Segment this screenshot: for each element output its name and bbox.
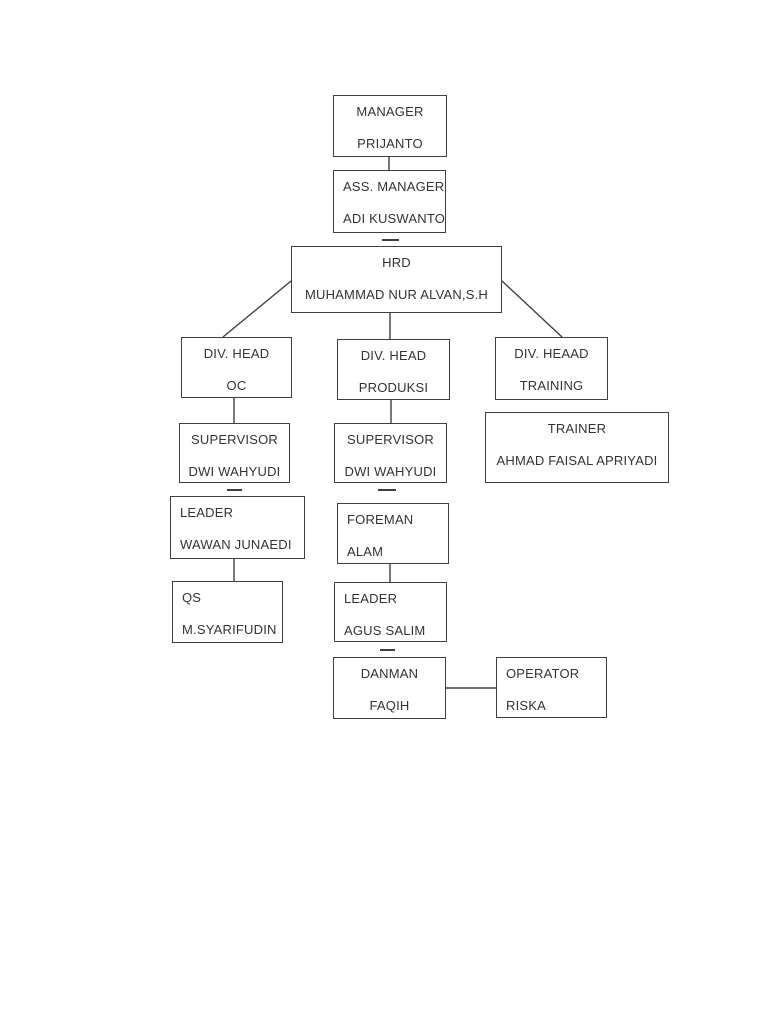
node-person-name: RISKA — [506, 698, 547, 713]
node-person-name: MUHAMMAD NUR ALVAN,S.H — [304, 287, 489, 302]
org-node-qs: QS M.SYARIFUDIN — [172, 581, 283, 643]
org-node-supervisor-produksi: SUPERVISOR DWI WAHYUDI — [334, 423, 447, 483]
node-title: SUPERVISOR — [346, 432, 434, 447]
node-title: HRD — [382, 255, 411, 270]
node-person-name: DWI WAHYUDI — [344, 464, 437, 479]
node-person-name: DWI WAHYUDI — [188, 464, 281, 479]
org-node-ass-manager: ASS. MANAGER ADI KUSWANTO — [333, 170, 446, 233]
node-person-name: ALAM — [347, 544, 384, 559]
node-title: DIV. HEAD — [360, 348, 427, 363]
org-node-supervisor-oc: SUPERVISOR DWI WAHYUDI — [179, 423, 290, 483]
org-node-foreman: FOREMAN ALAM — [337, 503, 449, 564]
node-title: FOREMAN — [347, 512, 414, 527]
node-person-name: PRODUKSI — [358, 380, 429, 395]
node-person-name: AGUS SALIM — [344, 623, 426, 638]
node-person-name: FAQIH — [369, 698, 410, 713]
node-person-name: WAWAN JUNAEDI — [180, 537, 292, 552]
org-node-hrd: HRD MUHAMMAD NUR ALVAN,S.H — [291, 246, 502, 313]
org-node-trainer: TRAINER AHMAD FAISAL APRIYADI — [485, 412, 669, 483]
org-node-leader-oc: LEADER WAWAN JUNAEDI — [170, 496, 305, 559]
node-title: QS — [182, 590, 202, 605]
org-node-manager: MANAGER PRIJANTO — [333, 95, 447, 157]
node-title: DIV. HEAAD — [514, 346, 589, 361]
org-node-operator: OPERATOR RISKA — [496, 657, 607, 718]
node-person-name: OC — [226, 378, 247, 393]
node-person-name: TRAINING — [519, 378, 584, 393]
node-title: LEADER — [180, 505, 234, 520]
org-node-div-head-oc: DIV. HEAD OC — [181, 337, 292, 398]
org-node-div-heaad-training: DIV. HEAAD TRAINING — [495, 337, 608, 400]
node-person-name: AHMAD FAISAL APRIYADI — [496, 453, 658, 468]
connector-hrd-div-head-oc — [222, 280, 292, 338]
node-title: TRAINER — [547, 421, 607, 436]
node-title: DANMAN — [360, 666, 419, 681]
node-title: OPERATOR — [506, 666, 580, 681]
org-node-danman: DANMAN FAQIH — [333, 657, 446, 719]
connector-hrd-div-heaad-training — [501, 280, 563, 338]
node-title: SUPERVISOR — [190, 432, 278, 447]
node-title: MANAGER — [356, 104, 424, 119]
org-node-div-head-produksi: DIV. HEAD PRODUKSI — [337, 339, 450, 400]
org-node-leader-produksi: LEADER AGUS SALIM — [334, 582, 447, 642]
node-title: DIV. HEAD — [203, 346, 270, 361]
node-title: LEADER — [344, 591, 398, 606]
node-title: ASS. MANAGER — [343, 179, 445, 194]
node-person-name: M.SYARIFUDIN — [182, 622, 277, 637]
node-person-name: ADI KUSWANTO — [343, 211, 446, 226]
node-person-name: PRIJANTO — [357, 136, 423, 151]
